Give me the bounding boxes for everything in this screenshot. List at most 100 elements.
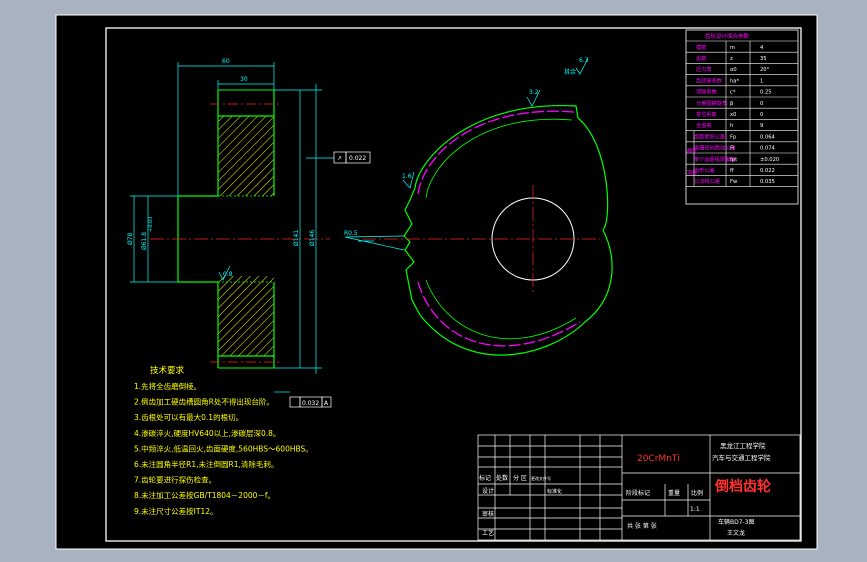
tb-scale-label: 比例	[691, 489, 703, 497]
param-val: 0.022	[760, 168, 775, 174]
dim-dia-146: Ø146	[309, 230, 316, 246]
roughness-side: 0.8	[223, 271, 233, 278]
tb-review: 审核	[482, 510, 494, 518]
roughness-top-symbol	[526, 89, 541, 107]
runout-frame: 0.022 ↗	[333, 151, 371, 164]
title-block	[477, 434, 801, 541]
note-item: 1.先将全齿磨倒棱。	[134, 381, 201, 391]
roughness-corner: 6.3	[579, 57, 589, 64]
dim-bore-tol: +0.03	[148, 217, 154, 232]
tb-material: 20CrMnTi	[637, 454, 680, 464]
datum-label: A	[324, 400, 329, 407]
tb-scale: 1:1	[690, 506, 700, 513]
dim-bore-1: Ø78	[127, 232, 134, 245]
tb-design: 设计	[482, 487, 494, 495]
param-name: 公法线公差	[694, 177, 720, 185]
gear-front-view: R0.5 3.2 1.6 其余 6.3	[344, 57, 613, 356]
tb-process: 工艺	[482, 529, 494, 537]
param-sym: Fw	[730, 179, 738, 185]
svg-text:↗: ↗	[337, 155, 342, 162]
param-name: 全齿高	[696, 121, 712, 129]
param-val: 20°	[760, 67, 770, 73]
param-group-2: 项目	[687, 171, 697, 177]
param-val: 0	[760, 112, 763, 118]
roughness-other-label: 其余	[564, 68, 576, 76]
param-sym: x0	[730, 112, 736, 118]
gear-section-view: 60 30 Ø78 Ø61.8 +0.03 Ø141 Ø146 0.022 ↗ …	[127, 58, 371, 408]
param-val: 4	[760, 45, 764, 51]
note-item: 9.未注尺寸公差按IT12。	[134, 506, 218, 516]
param-sym: α0	[730, 67, 737, 73]
param-name: 压力角	[696, 65, 712, 73]
flatness-value: 0.032	[302, 400, 319, 407]
param-val: 35	[760, 56, 767, 62]
notes-heading: 技术要求	[150, 365, 185, 376]
radius-leader	[344, 235, 405, 251]
param-group-1: 精度	[687, 148, 697, 155]
pitch-arc	[417, 110, 581, 347]
note-item: 5.中频淬火,低温回火,齿面硬度,560HBS～600HBS。	[134, 443, 313, 453]
param-name: 顶隙系数	[696, 88, 718, 96]
param-val: 0.074	[760, 146, 776, 152]
param-sym: m	[730, 45, 735, 51]
runout-value: 0.022	[349, 155, 366, 162]
tb-count: 处数	[496, 474, 508, 482]
roughness-side-symbol	[218, 265, 231, 281]
param-sym: fpt	[730, 157, 737, 163]
dim-radius: R0.5	[344, 230, 358, 237]
param-sym: β	[730, 101, 733, 107]
tb-weight: 重量	[668, 489, 680, 497]
dim-bore-2: Ø61.8	[141, 232, 148, 250]
tb-marks: 标记	[479, 474, 491, 482]
tb-part-name: 倒档齿轮	[714, 478, 771, 495]
dim-width-top: 60	[222, 58, 230, 65]
param-val: ±0.020	[760, 157, 779, 163]
param-name: 变位系数	[696, 110, 718, 118]
tb-school-1: 黑龙江工程学院	[720, 441, 766, 450]
param-name: 齿形公差	[694, 166, 715, 174]
param-sym: z	[730, 56, 733, 62]
param-val: 0.035	[760, 179, 775, 185]
param-name: 齿圈径向跳动公差	[694, 144, 736, 152]
param-val: 9	[760, 123, 763, 129]
param-name: 分度圆螺旋角	[696, 99, 727, 107]
tb-standard: 标准化	[547, 488, 562, 495]
param-name: 模数	[696, 43, 707, 51]
param-sym: ha*	[730, 78, 739, 84]
roughness-flank-symbol	[402, 171, 415, 189]
param-sym: Fr	[730, 146, 736, 152]
note-item: 8.未注加工公差按GB/T1804－2000－f。	[134, 490, 275, 500]
hatch-upper	[218, 116, 274, 196]
param-val: 1	[760, 78, 763, 84]
roughness-top: 3.2	[529, 89, 539, 96]
param-name: 齿距累积公差	[694, 132, 725, 140]
note-item: 7.齿轮要进行探伤检查。	[134, 475, 216, 485]
param-val: 0.25	[760, 90, 772, 96]
param-name: 齿顶高系数	[696, 76, 723, 84]
hatch-lower	[218, 276, 274, 356]
tb-author: 王文龙	[727, 529, 745, 537]
dim-dia-141: Ø141	[293, 230, 300, 246]
param-val: 0	[760, 101, 763, 107]
note-item: 3.齿根处可以有最大0.1的根切。	[134, 412, 243, 422]
flatness-frame: 0.032 A	[289, 396, 332, 408]
root-arc	[425, 118, 577, 340]
tb-school-2: 汽车与交通工程学院	[712, 453, 771, 462]
sheet-border	[105, 27, 802, 542]
param-val: 0.064	[760, 134, 776, 140]
tb-sheets: 共 张 第 张	[627, 522, 657, 530]
param-name: 齿数	[696, 54, 707, 62]
gear-outline	[403, 105, 613, 356]
param-sym: h	[730, 123, 733, 129]
param-name: 单个齿距极限偏差	[694, 155, 736, 163]
roughness-corner-symbol	[575, 57, 589, 75]
technical-notes: 技术要求 1.先将全齿磨倒棱。 2.倒齿加工硬齿槽圆角R处不得出现台阶。 3.齿根处…	[134, 365, 313, 516]
tb-zone: 分 区	[513, 474, 527, 482]
note-item: 2.倒齿加工硬齿槽圆角R处不得出现台阶。	[134, 397, 274, 407]
param-table-title: 齿轮设计啮合参数	[705, 32, 750, 40]
dim-hub-width: 30	[240, 76, 248, 83]
param-sym: Fp	[730, 134, 737, 140]
note-item: 6.未注圆角半径R1,未注倒圆R1,清除毛刺。	[134, 459, 278, 469]
